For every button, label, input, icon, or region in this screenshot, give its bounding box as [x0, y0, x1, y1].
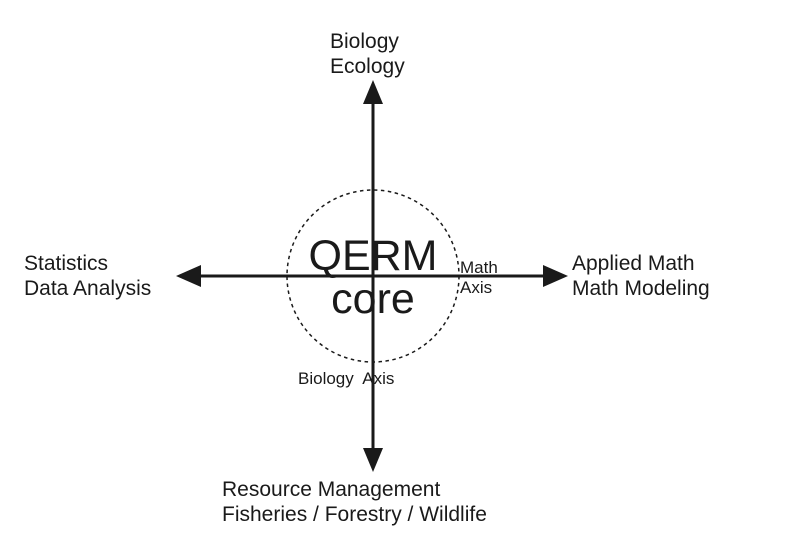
arrowhead-left-icon — [176, 265, 201, 287]
math-axis-line2: Axis — [460, 278, 493, 297]
bottom-pole-line2: Fisheries / Forestry / Wildlife — [222, 503, 487, 526]
math-axis-line1: Math — [460, 258, 498, 277]
core-title: QERM — [308, 232, 438, 280]
left-pole-label: Statistics Data Analysis — [24, 251, 151, 301]
arrowhead-right-icon — [543, 265, 568, 287]
right-pole-line2: Math Modeling — [572, 277, 710, 300]
arrowhead-down-icon — [363, 448, 383, 472]
top-pole-label: Biology Ecology — [330, 29, 405, 79]
top-pole-line1: Biology — [330, 30, 399, 53]
arrowhead-up-icon — [363, 80, 383, 104]
math-axis-label: Math Axis — [460, 258, 498, 298]
bottom-pole-label: Resource Management Fisheries / Forestry… — [222, 477, 487, 527]
biology-axis-label: Biology Axis — [298, 369, 395, 388]
right-pole-line1: Applied Math — [572, 252, 695, 275]
top-pole-line2: Ecology — [330, 55, 405, 78]
right-pole-label: Applied Math Math Modeling — [572, 251, 710, 301]
core-subtitle: core — [331, 275, 415, 323]
left-pole-line1: Statistics — [24, 252, 109, 275]
bottom-pole-line1: Resource Management — [222, 478, 441, 501]
left-pole-line2: Data Analysis — [24, 277, 152, 300]
